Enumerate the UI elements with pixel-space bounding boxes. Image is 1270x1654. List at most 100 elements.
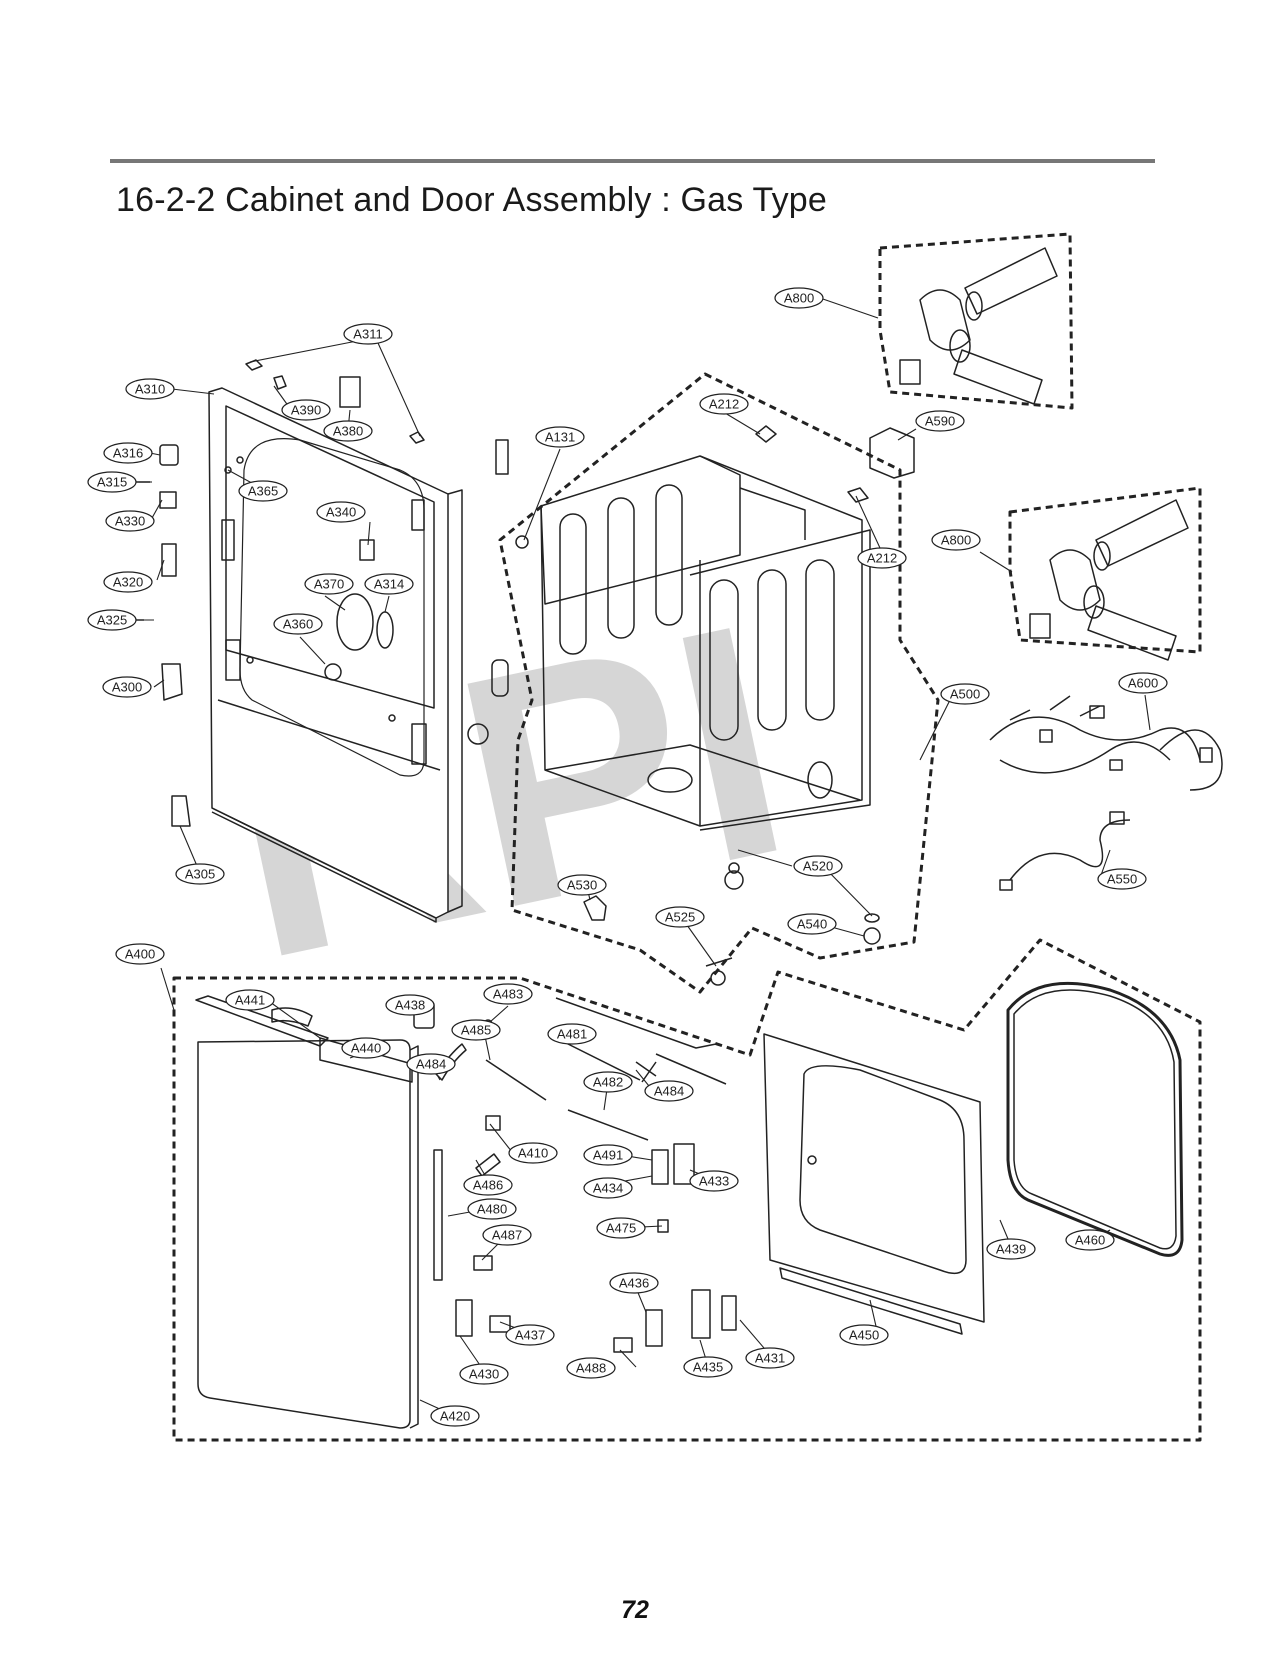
duct-box-bottom <box>1008 486 1202 654</box>
callout-label: A437 <box>515 1328 545 1343</box>
duct-part-top <box>899 247 1058 405</box>
callout-label: A320 <box>113 575 143 590</box>
page-number: 72 <box>621 1596 649 1624</box>
callout-label: A410 <box>518 1146 548 1161</box>
callout-a483: A483 <box>483 983 533 1005</box>
callout-label: A486 <box>473 1178 503 1193</box>
callout-a131: A131 <box>535 426 585 448</box>
callout-a800: A800 <box>931 529 981 551</box>
callout-label: A600 <box>1128 676 1158 691</box>
callout-label: A314 <box>374 577 404 592</box>
callout-oval <box>451 1019 501 1041</box>
callout-label: A800 <box>784 291 814 306</box>
callout-label: A434 <box>593 1181 623 1196</box>
callout-a360: A360 <box>273 613 323 635</box>
callout-label: A300 <box>112 680 142 695</box>
callout-label: A330 <box>115 514 145 529</box>
callout-a440: A440 <box>341 1037 391 1059</box>
callout-oval <box>103 571 153 593</box>
callout-label: A480 <box>477 1202 507 1217</box>
callout-oval <box>940 683 990 705</box>
callout-a450: A450 <box>839 1324 889 1346</box>
callout-label: A550 <box>1107 872 1137 887</box>
callout-label: A590 <box>925 414 955 429</box>
callout-a520: A520 <box>793 855 843 877</box>
callout-a486: A486 <box>463 1174 513 1196</box>
callout-oval <box>225 989 275 1011</box>
callout-oval <box>566 1357 616 1379</box>
door-hardware <box>413 997 737 1353</box>
callout-label: A800 <box>941 533 971 548</box>
callout-oval <box>689 1170 739 1192</box>
callout-a310: A310 <box>125 378 175 400</box>
callout-oval <box>505 1324 555 1346</box>
callout-oval <box>316 501 366 523</box>
callout-a431: A431 <box>745 1347 795 1369</box>
callout-a487: A487 <box>482 1224 532 1246</box>
gasket-part <box>1006 981 1184 1257</box>
callout-oval <box>105 510 155 532</box>
callout-oval <box>644 1080 694 1102</box>
callout-label: A530 <box>567 878 597 893</box>
callout-label: A212 <box>867 551 897 566</box>
callout-oval <box>238 480 288 502</box>
callout-oval <box>699 393 749 415</box>
callout-oval <box>557 874 607 896</box>
callout-label: A380 <box>333 424 363 439</box>
callout-label: A340 <box>326 505 356 520</box>
callout-label: A460 <box>1075 1233 1105 1248</box>
callout-label: A487 <box>492 1228 522 1243</box>
callout-label: A430 <box>469 1367 499 1382</box>
callout-oval <box>463 1174 513 1196</box>
callout-a436: A436 <box>609 1272 659 1294</box>
callout-a475: A475 <box>596 1217 646 1239</box>
callout-a441: A441 <box>225 989 275 1011</box>
callout-oval <box>609 1272 659 1294</box>
callout-label: A482 <box>593 1075 623 1090</box>
callout-oval <box>931 529 981 551</box>
callout-oval <box>323 420 373 442</box>
callout-a480: A480 <box>467 1198 517 1220</box>
callout-oval <box>857 547 907 569</box>
callout-oval <box>583 1144 633 1166</box>
callout-a325: A325 <box>87 609 137 631</box>
callout-label: A212 <box>709 397 739 412</box>
callout-a420: A420 <box>430 1405 480 1427</box>
callout-a430: A430 <box>459 1363 509 1385</box>
callout-label: A305 <box>185 867 215 882</box>
callout-label: A131 <box>545 430 575 445</box>
callout-label: A315 <box>97 475 127 490</box>
callout-a484: A484 <box>644 1080 694 1102</box>
callout-oval <box>583 1177 633 1199</box>
callout-oval <box>793 855 843 877</box>
callout-oval <box>364 573 414 595</box>
callout-label: A370 <box>314 577 344 592</box>
callout-oval <box>459 1363 509 1385</box>
callout-a311: A311 <box>343 323 393 345</box>
callout-a540: A540 <box>787 913 837 935</box>
callout-oval <box>175 863 225 885</box>
callout-oval <box>87 471 137 493</box>
callout-a491: A491 <box>583 1144 633 1166</box>
callout-a380: A380 <box>323 420 373 442</box>
cabinet-part <box>540 455 871 831</box>
callout-oval <box>583 1071 633 1093</box>
callout-a600: A600 <box>1118 672 1168 694</box>
callout-oval <box>304 573 354 595</box>
callout-label: A525 <box>665 910 695 925</box>
callout-a590: A590 <box>915 410 965 432</box>
callout-a370: A370 <box>304 573 354 595</box>
callout-a481: A481 <box>547 1023 597 1045</box>
callout-oval <box>343 323 393 345</box>
door-frame-part <box>763 1033 985 1335</box>
callout-oval <box>1097 868 1147 890</box>
callout-a484: A484 <box>406 1053 456 1075</box>
callout-a320: A320 <box>103 571 153 593</box>
callout-a460: A460 <box>1065 1229 1115 1251</box>
cabinet-hardware <box>515 425 915 986</box>
callout-a434: A434 <box>583 1177 633 1199</box>
callout-a365: A365 <box>238 480 288 502</box>
callout-label: A540 <box>797 917 827 932</box>
duct-part-bottom <box>1029 499 1189 661</box>
